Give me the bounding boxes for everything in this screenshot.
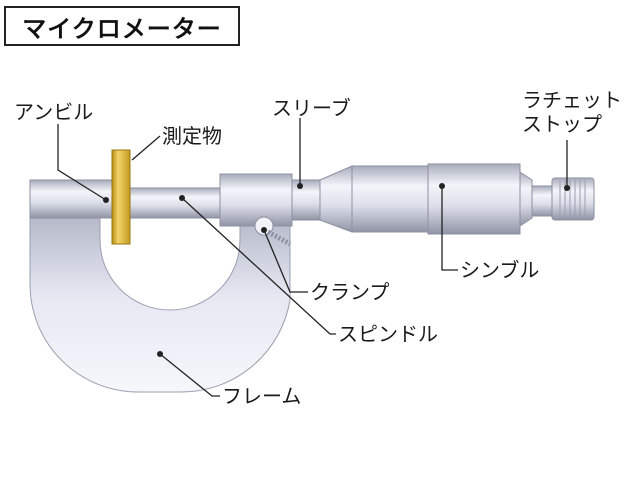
leader-frame	[159, 353, 220, 397]
leader-anvil	[57, 124, 107, 201]
anvil-shape	[29, 179, 113, 219]
label-thimble: シンブル	[460, 258, 540, 282]
thimble-end-shape	[519, 171, 533, 227]
label-spindle: スピンドル	[338, 322, 438, 346]
leader-spindle	[181, 197, 336, 335]
label-frame: フレーム	[222, 384, 302, 408]
measured-object-shape	[111, 149, 131, 245]
dot-sleeve	[297, 183, 303, 189]
leader-object	[131, 135, 161, 161]
label-object: 測定物	[162, 124, 222, 148]
clamp-thread	[266, 229, 292, 247]
diagram-title: マイクロメーター	[4, 6, 240, 46]
label-ratchet-line2: ストップ	[522, 112, 602, 136]
label-ratchet-line1: ラチェット	[522, 88, 622, 112]
frame-shape	[29, 217, 291, 393]
dot-anvil	[103, 197, 109, 203]
label-sleeve: スリーブ	[272, 96, 351, 120]
frame-collar-shape	[219, 173, 293, 227]
dot-thimble	[439, 183, 445, 189]
dot-spindle	[179, 195, 185, 201]
clamp-shape	[254, 216, 274, 236]
label-clamp: クランプ	[310, 280, 390, 304]
thimble-ring-shape	[427, 163, 521, 235]
leader-clamp	[263, 229, 308, 293]
ratchet-neck-shape	[531, 185, 555, 217]
dot-clamp	[261, 227, 267, 233]
ratchet-stop-shape	[551, 177, 595, 221]
dot-ratchet	[564, 185, 570, 191]
label-anvil: アンビル	[14, 100, 94, 124]
dot-frame	[157, 351, 163, 357]
leader-thimble	[441, 186, 458, 271]
thimble-taper-shape	[319, 165, 353, 233]
ratchet-knurl	[559, 180, 586, 218]
spindle-shape	[127, 187, 225, 219]
